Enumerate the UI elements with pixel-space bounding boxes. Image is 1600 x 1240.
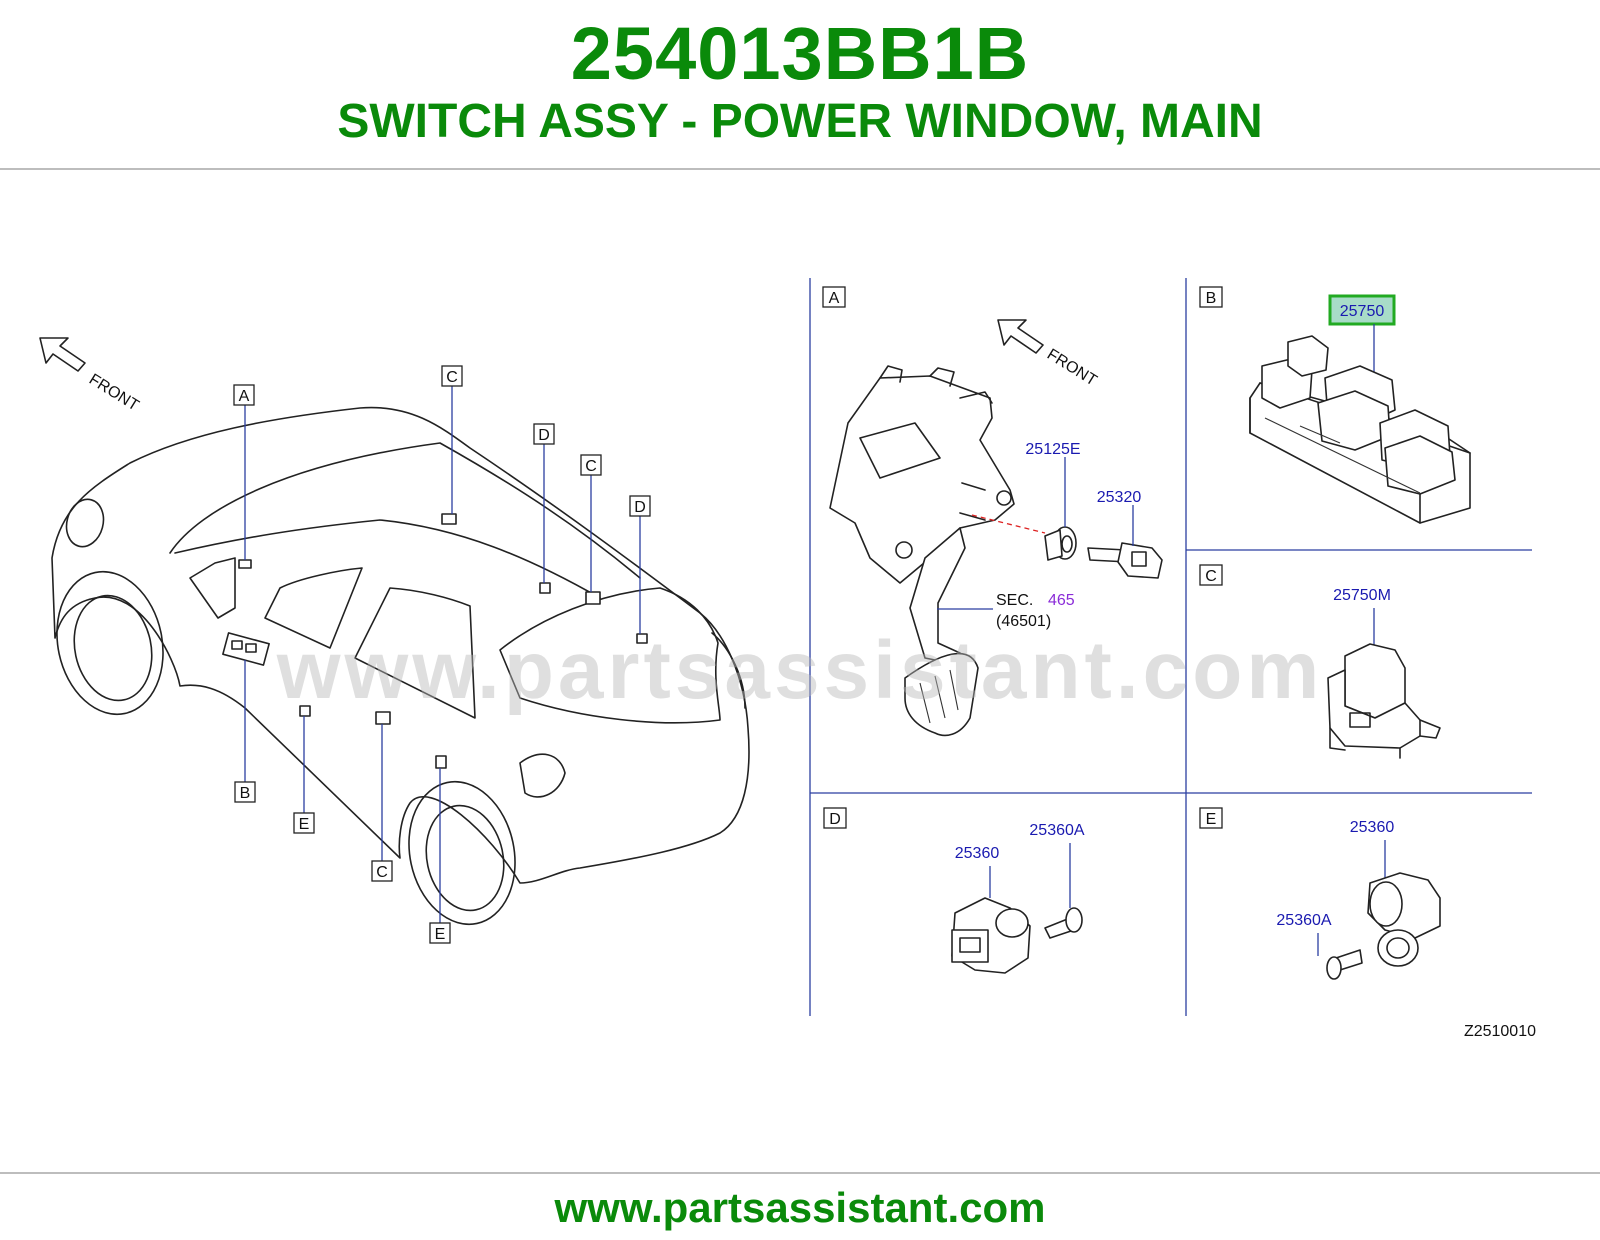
watermark-text: www.partsassistant.com bbox=[276, 625, 1324, 716]
car-callout-E-bottom: E bbox=[429, 922, 451, 944]
part-label-25360-E: 25360 bbox=[1350, 819, 1395, 836]
section-B-letter: B bbox=[1206, 290, 1217, 307]
car-callout-C-top: C bbox=[441, 365, 463, 387]
plunger-E-drawing bbox=[1326, 949, 1363, 980]
section-B: B 25750 bbox=[1199, 286, 1471, 524]
footer-url-link[interactable]: www.partsassistant.com bbox=[554, 1184, 1046, 1231]
car-body-outline bbox=[51, 406, 750, 884]
header-divider bbox=[0, 168, 1600, 170]
highlighted-part-label[interactable]: 25750 bbox=[1328, 294, 1396, 326]
section-D-letter: D bbox=[829, 811, 841, 828]
sec-number: 465 bbox=[1048, 592, 1075, 609]
car-callout-D-mid: D bbox=[629, 495, 651, 517]
svg-text:C: C bbox=[585, 458, 597, 475]
part-label-25360A-E: 25360A bbox=[1276, 912, 1331, 929]
svg-text:A: A bbox=[239, 388, 250, 405]
sec-label: SEC. bbox=[996, 592, 1033, 609]
car-callout-C-mid: C bbox=[580, 454, 602, 476]
plunger-D-drawing bbox=[1044, 907, 1083, 939]
part-label-25360-D: 25360 bbox=[955, 845, 1000, 862]
part-25320-drawing bbox=[1087, 542, 1163, 579]
car-callout-C-bottom: C bbox=[371, 860, 393, 882]
car-callout-B: B bbox=[234, 781, 256, 803]
front-label-left: FRONT bbox=[86, 371, 142, 415]
section-E: E 25360 25360A bbox=[1199, 807, 1441, 980]
svg-text:E: E bbox=[299, 816, 310, 833]
part-number-title: 254013BB1B bbox=[570, 12, 1030, 95]
parts-diagram: FRONT bbox=[0, 258, 1600, 1078]
section-D: D 25360 25360A bbox=[823, 807, 1085, 974]
power-window-sub-switch-drawing bbox=[1327, 643, 1441, 759]
part-label-25125E: 25125E bbox=[1025, 441, 1080, 458]
part-label-25750: 25750 bbox=[1340, 303, 1385, 320]
parts-diagram-svg: FRONT bbox=[39, 278, 1536, 1040]
svg-text:E: E bbox=[435, 926, 446, 943]
door-switch-D-drawing bbox=[951, 897, 1031, 974]
section-A: A FRONT 25125E bbox=[822, 286, 1163, 737]
header: 254013BB1B SWITCH ASSY - POWER WINDOW, M… bbox=[0, 0, 1600, 170]
power-window-switch-drawing bbox=[1249, 335, 1471, 524]
section-E-letter: E bbox=[1206, 811, 1217, 828]
section-C-letter: C bbox=[1205, 568, 1217, 585]
part-label-25750M: 25750M bbox=[1333, 587, 1391, 604]
door-switch-E-drawing bbox=[1367, 872, 1441, 967]
section-A-letter: A bbox=[829, 290, 840, 307]
svg-text:D: D bbox=[634, 499, 646, 516]
front-arrow-icon: FRONT bbox=[997, 319, 1100, 390]
svg-text:D: D bbox=[538, 427, 550, 444]
front-arrow-icon: FRONT bbox=[39, 337, 142, 415]
car-callout-A: A bbox=[233, 384, 255, 406]
svg-text:C: C bbox=[446, 369, 458, 386]
section-C: C 25750M bbox=[1199, 564, 1441, 759]
part-label-25360A-D: 25360A bbox=[1029, 822, 1084, 839]
car-overview: FRONT bbox=[39, 337, 750, 944]
svg-text:B: B bbox=[240, 785, 251, 802]
part-label-25320: 25320 bbox=[1097, 489, 1142, 506]
part-description: SWITCH ASSY - POWER WINDOW, MAIN bbox=[337, 95, 1263, 148]
car-callout-E-left: E bbox=[293, 812, 315, 834]
sec-sub-number: (46501) bbox=[996, 613, 1051, 630]
section-grid bbox=[809, 278, 1532, 1016]
pedal-assembly bbox=[829, 365, 1015, 737]
footer-divider bbox=[0, 1172, 1600, 1174]
svg-text:C: C bbox=[376, 864, 388, 881]
front-label-section-a: FRONT bbox=[1044, 346, 1100, 390]
drawing-code: Z2510010 bbox=[1464, 1023, 1536, 1040]
part-25125E-drawing bbox=[1044, 526, 1077, 561]
car-callout-D-top: D bbox=[533, 423, 555, 445]
